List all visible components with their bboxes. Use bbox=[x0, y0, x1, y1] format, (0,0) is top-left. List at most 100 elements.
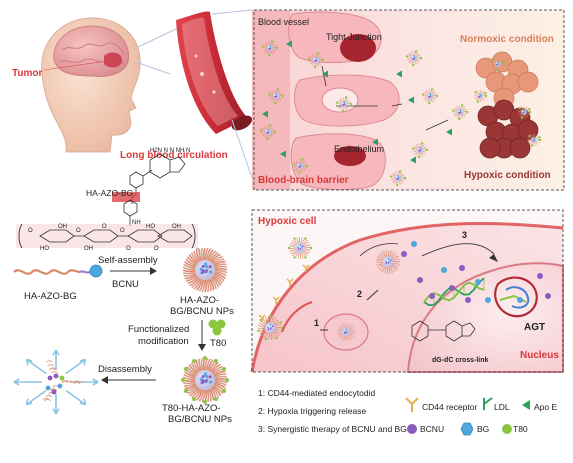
bg-icon bbox=[461, 423, 473, 435]
bcnu-molecule bbox=[267, 132, 269, 134]
drug-molecule bbox=[485, 297, 491, 303]
t80-ligand bbox=[293, 256, 295, 258]
bcnu-molecule bbox=[397, 178, 399, 180]
legend-ldl: LDL bbox=[494, 402, 510, 412]
t80-np-label-line2: BG/BCNU NPs bbox=[168, 414, 232, 425]
bg-molecule bbox=[385, 261, 387, 263]
bcnu-molecule bbox=[390, 259, 392, 261]
np-label-line2: BG/BCNU NPs bbox=[170, 306, 234, 317]
legend-step-3: 3: Synergistic therapy of BCNU and BG bbox=[258, 424, 407, 434]
t80-ligand bbox=[345, 96, 347, 98]
atom-label: HO bbox=[40, 246, 49, 252]
agt-label: AGT bbox=[524, 322, 545, 333]
polymer-chain bbox=[14, 265, 102, 277]
t80-ligand bbox=[308, 57, 310, 59]
bg-molecule bbox=[275, 93, 277, 95]
bg-molecule bbox=[345, 329, 347, 331]
bg-molecule bbox=[299, 244, 301, 246]
bcnu-molecule bbox=[202, 379, 205, 382]
released-molecule bbox=[54, 374, 59, 379]
t80-ligand bbox=[214, 397, 218, 401]
t80-reagent-label: T80 bbox=[210, 338, 226, 349]
nucleus-label: Nucleus bbox=[520, 350, 559, 361]
burst-arrow bbox=[66, 359, 86, 373]
step-number-1: 1 bbox=[314, 318, 319, 328]
zoom-lines-head bbox=[136, 28, 178, 74]
bcnu-icon bbox=[407, 424, 417, 434]
bcnu-molecule bbox=[268, 329, 270, 331]
transcytosis-vesicle bbox=[322, 88, 358, 112]
t80-ligand bbox=[415, 50, 417, 52]
legend-bg: BG bbox=[477, 424, 489, 434]
t80-ligand bbox=[304, 237, 306, 239]
bcnu-molecule bbox=[275, 96, 277, 98]
t80-ligand bbox=[390, 175, 392, 177]
atom-label: OH bbox=[172, 224, 181, 230]
t80-ligand bbox=[282, 95, 284, 97]
bcnu-molecule bbox=[270, 328, 272, 330]
atom-label: OH bbox=[84, 246, 93, 252]
bcnu-molecule bbox=[202, 375, 205, 378]
drug-molecule bbox=[411, 241, 417, 247]
hypoxic-label: Hypoxic condition bbox=[464, 170, 551, 181]
legend: 1: CD44-mediated endocytodid 2: Hypoxia … bbox=[258, 388, 557, 435]
t80-ligand bbox=[260, 129, 262, 131]
t80-ligand bbox=[518, 107, 520, 109]
t80-ligand bbox=[268, 54, 270, 56]
released-molecule bbox=[60, 376, 65, 381]
bg-unit bbox=[90, 265, 102, 277]
bcnu-molecule bbox=[388, 262, 390, 264]
t80-ligand bbox=[317, 52, 319, 54]
bg-molecule bbox=[269, 324, 271, 326]
atom-label: O bbox=[120, 228, 125, 234]
bg-molecule bbox=[429, 93, 431, 95]
ha-azo-bg-structure bbox=[16, 154, 198, 248]
t80-ligand bbox=[269, 124, 271, 126]
bg-molecule bbox=[267, 327, 269, 329]
bcnu-molecule bbox=[269, 48, 271, 50]
t80-ligand bbox=[336, 101, 338, 103]
disassembled-np-burst bbox=[14, 350, 98, 414]
t80-ligand bbox=[503, 63, 505, 65]
t80-ligand bbox=[310, 247, 312, 249]
t80-ligand bbox=[396, 184, 398, 186]
bcnu-molecule bbox=[532, 140, 534, 142]
free-ha-chain bbox=[47, 361, 53, 363]
bcnu-molecule bbox=[300, 248, 302, 250]
bg-molecule bbox=[344, 331, 346, 333]
functionalized-label-line1: Functionalized bbox=[128, 324, 189, 335]
t80-ligand bbox=[539, 139, 541, 141]
bg-molecule bbox=[413, 55, 415, 57]
legend-step-1: 1: CD44-mediated endocytodid bbox=[258, 388, 375, 398]
t80-ligand bbox=[262, 45, 264, 47]
bcnu-molecule bbox=[208, 375, 211, 378]
bcnu-molecule bbox=[419, 150, 421, 152]
t80-ligand bbox=[342, 110, 344, 112]
drug-molecule bbox=[465, 297, 471, 303]
bcnu-molecule bbox=[478, 96, 480, 98]
drug-molecule bbox=[545, 293, 551, 299]
t80-ligand bbox=[306, 165, 308, 167]
tumor-label: Tumor bbox=[12, 68, 42, 79]
free-ha-chain bbox=[62, 381, 68, 383]
ha-chain bbox=[205, 280, 206, 292]
bg-molecule bbox=[269, 45, 271, 47]
t80-ligand bbox=[277, 88, 279, 90]
t80-ligand bbox=[436, 95, 438, 97]
t80-ligand bbox=[298, 172, 300, 174]
t80-ligand bbox=[270, 315, 272, 317]
t80-ligand bbox=[184, 389, 188, 393]
drug-molecule bbox=[459, 265, 465, 271]
atom-label: HO bbox=[146, 224, 155, 230]
t80-ligand bbox=[458, 118, 460, 120]
t80-ligand bbox=[418, 156, 420, 158]
released-molecule bbox=[52, 390, 57, 395]
atom-label: O bbox=[76, 228, 81, 234]
t80-ligand bbox=[484, 92, 486, 94]
bcnu-molecule bbox=[496, 64, 498, 66]
free-ha-chain bbox=[52, 372, 58, 374]
t80-ligand bbox=[406, 55, 408, 57]
free-ha-chain bbox=[48, 365, 54, 367]
t80-ligand bbox=[538, 136, 540, 138]
